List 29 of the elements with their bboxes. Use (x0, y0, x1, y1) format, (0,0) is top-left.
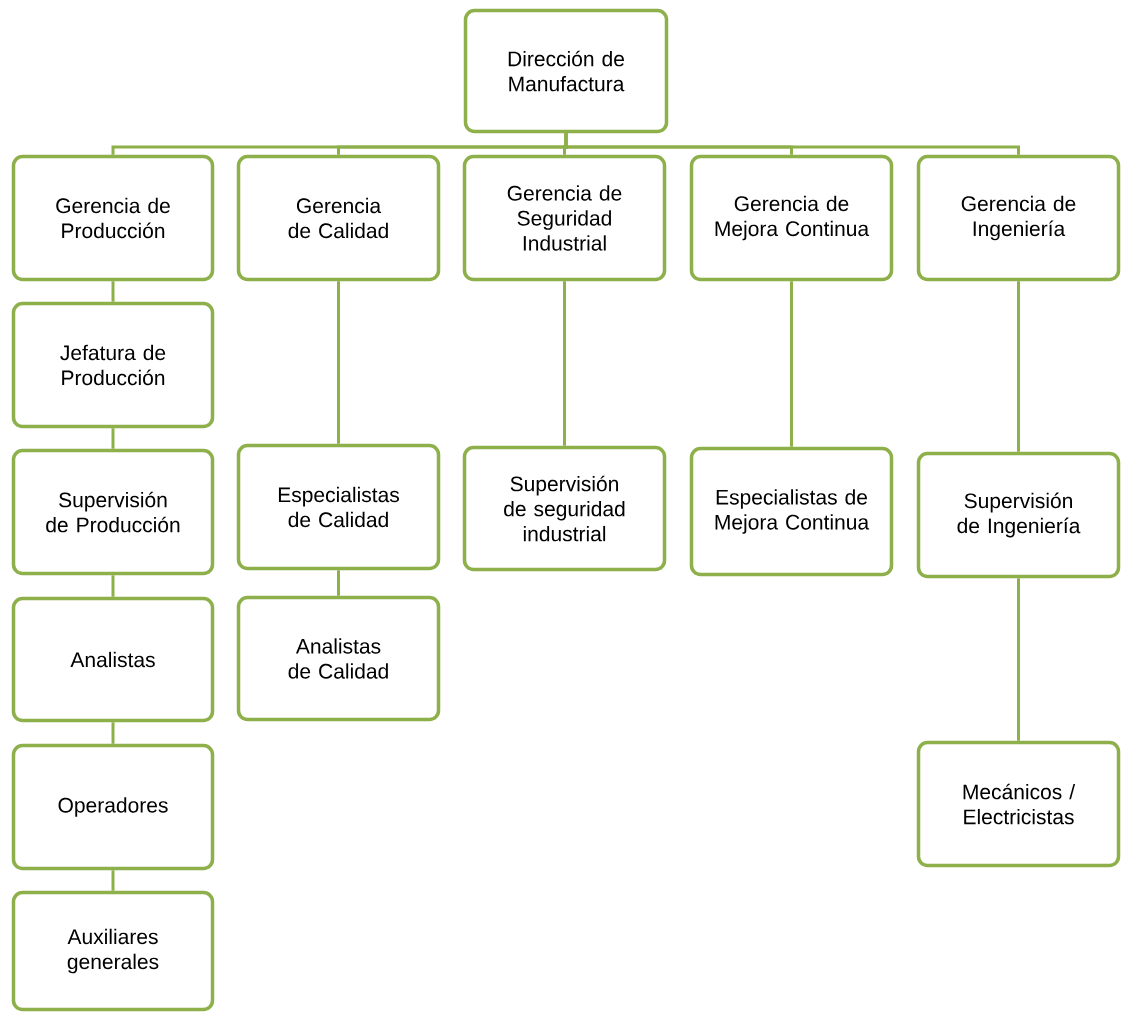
connector-line (1017, 281, 1020, 452)
connector-line (111, 722, 115, 744)
org-box: Especialistas de Calidad (236, 443, 441, 571)
org-box: Gerencia de Seguridad Industrial (462, 154, 667, 282)
org-box: Jefatura de Producción (11, 301, 215, 429)
org-box: Auxiliares generales (11, 890, 215, 1012)
org-box: Gerencia de Ingeniería (916, 154, 1121, 282)
connector-line (564, 133, 1020, 155)
connector-line (1017, 578, 1020, 741)
org-box: Operadores (11, 743, 215, 871)
connector-line (111, 870, 115, 891)
connector-line (337, 281, 340, 444)
org-box: Supervisión de Ingeniería (916, 451, 1121, 579)
connector-line (337, 570, 340, 596)
org-box: Especialistas de Mejora Continua (689, 446, 894, 577)
org-box: Mecánicos / Electricistas (916, 740, 1121, 868)
org-box: Supervisión de Producción (11, 448, 215, 576)
connector-line (111, 575, 115, 597)
org-box: Gerencia de Calidad (236, 154, 441, 282)
connector-line (111, 428, 115, 449)
org-box: Gerencia de Producción (11, 154, 215, 282)
connector-line (111, 281, 115, 302)
org-box: Analistas (11, 596, 215, 723)
connector-line (790, 281, 793, 447)
org-box: Dirección de Manufactura (463, 8, 669, 134)
org-box: Gerencia de Mejora Continua (689, 154, 894, 282)
org-box: Supervisión de seguridad industrial (462, 445, 667, 572)
org-box: Analistas de Calidad (236, 595, 441, 722)
connector-line (563, 281, 566, 446)
